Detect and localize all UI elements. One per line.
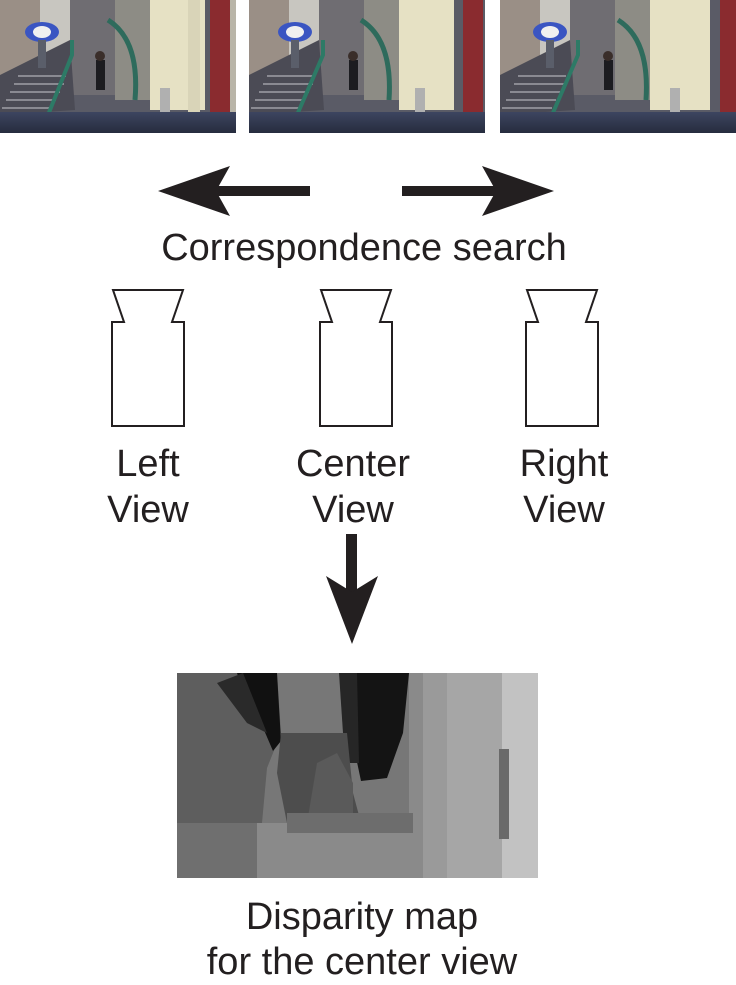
- disparity-map-image: [177, 673, 538, 878]
- disparity-map-caption: Disparity map for the center view: [0, 895, 724, 985]
- correspondence-arrows: [150, 160, 560, 220]
- disparity-caption-line2: for the center view: [0, 940, 724, 985]
- correspondence-search-label: Correspondence search: [0, 226, 728, 271]
- arrow-left-icon: [158, 166, 310, 216]
- arrow-down-icon: [322, 534, 382, 646]
- left-camera-icon: [108, 288, 188, 430]
- right-camera-icon: [522, 288, 602, 430]
- center-view-label: Center View: [253, 441, 453, 533]
- center-view-photo: [249, 0, 485, 133]
- center-view-label-line1: Center: [253, 441, 453, 487]
- right-view-label-line2: View: [464, 487, 664, 533]
- left-view-label: Left View: [48, 441, 248, 533]
- left-view-label-line1: Left: [48, 441, 248, 487]
- left-view-label-line2: View: [48, 487, 248, 533]
- center-view-label-line2: View: [253, 487, 453, 533]
- right-view-label: Right View: [464, 441, 664, 533]
- right-view-photo: [500, 0, 736, 133]
- right-view-label-line1: Right: [464, 441, 664, 487]
- center-camera-icon: [316, 288, 396, 430]
- arrow-right-icon: [402, 166, 554, 216]
- disparity-caption-line1: Disparity map: [0, 895, 724, 940]
- left-view-photo: [0, 0, 236, 133]
